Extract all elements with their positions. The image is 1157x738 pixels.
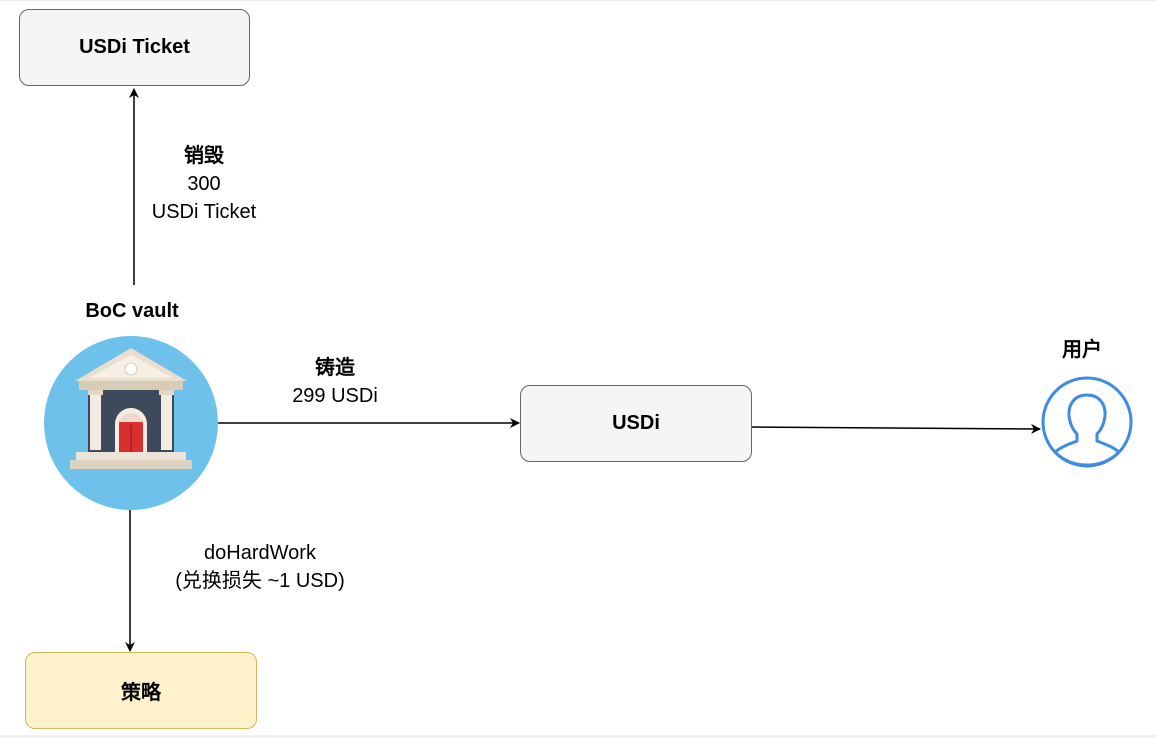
user-avatar-icon[interactable] [1041, 376, 1133, 468]
hardwork-loss: (兑换损失 ~1 USD) [175, 570, 345, 592]
strategy-box-label: 策略 [121, 682, 161, 704]
strategy-box[interactable]: 策略 [25, 652, 257, 729]
mint-title: 铸造 [315, 357, 355, 379]
hardwork-edge-label: doHardWork (兑换损失 ~1 USD) [150, 539, 370, 595]
vault-label: BoC vault [62, 297, 202, 325]
top-border [0, 0, 1157, 1]
mint-amount: 299 USDi [292, 385, 378, 407]
user-label: 用户 [1042, 336, 1122, 364]
usdi-ticket-box-label: USDi Ticket [79, 36, 190, 58]
usdi-box-label: USDi [612, 412, 660, 434]
burn-token: USDi Ticket [151, 201, 257, 223]
vault-label-text: BoC vault [85, 300, 179, 322]
bottom-border [0, 735, 1157, 738]
user-label-text: 用户 [1062, 339, 1102, 361]
burn-amount: 300 [187, 173, 221, 195]
transfer-arrow[interactable] [750, 423, 1041, 434]
usdi-ticket-box[interactable]: USDi Ticket [19, 9, 250, 86]
burn-title: 销毁 [184, 145, 224, 167]
hardwork-call: doHardWork [204, 542, 316, 564]
usdi-box[interactable]: USDi [520, 385, 752, 462]
burn-edge-label: 销毁 300 USDi Ticket [134, 142, 274, 226]
bank-building-icon[interactable] [44, 336, 218, 510]
mint-edge-label: 铸造 299 USDi [265, 354, 405, 410]
